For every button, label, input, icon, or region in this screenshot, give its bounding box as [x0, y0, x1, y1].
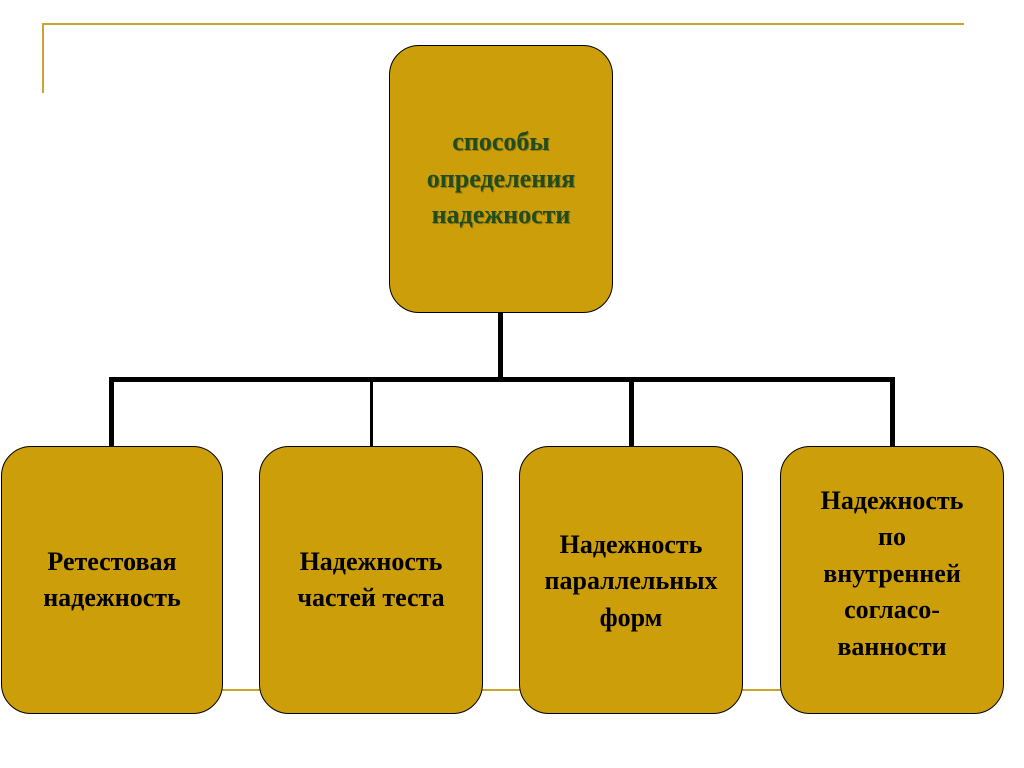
child-node-internal-consistency: Надежность по внутренней согласо- ваннос… — [780, 446, 1004, 714]
frame-left-line — [42, 23, 44, 93]
child-node-retest-label: Ретестовая надежность — [43, 546, 181, 612]
child-node-parallel-forms: Надежность параллельных форм — [519, 446, 743, 714]
root-node-label: способы определения надежности — [426, 127, 576, 230]
branch-connector-1 — [109, 377, 114, 447]
child-node-internal-consistency-label: Надежность по внутренней согласо- ваннос… — [820, 486, 964, 661]
child-node-parallel-forms-label: Надежность параллельных форм — [544, 530, 718, 632]
child-node-retest: Ретестовая надежность — [1, 446, 223, 714]
branch-connector-2 — [370, 377, 373, 447]
branch-connector-4 — [890, 377, 895, 447]
child-node-split-half-label: Надежность частей теста — [297, 546, 445, 612]
branch-connector-3 — [629, 377, 634, 447]
horizontal-bus-connector — [109, 377, 895, 382]
root-node: способы определения надежности — [389, 45, 613, 313]
frame-top-line — [42, 23, 964, 25]
root-stem-connector — [498, 312, 503, 382]
child-node-split-half: Надежность частей теста — [259, 446, 483, 714]
